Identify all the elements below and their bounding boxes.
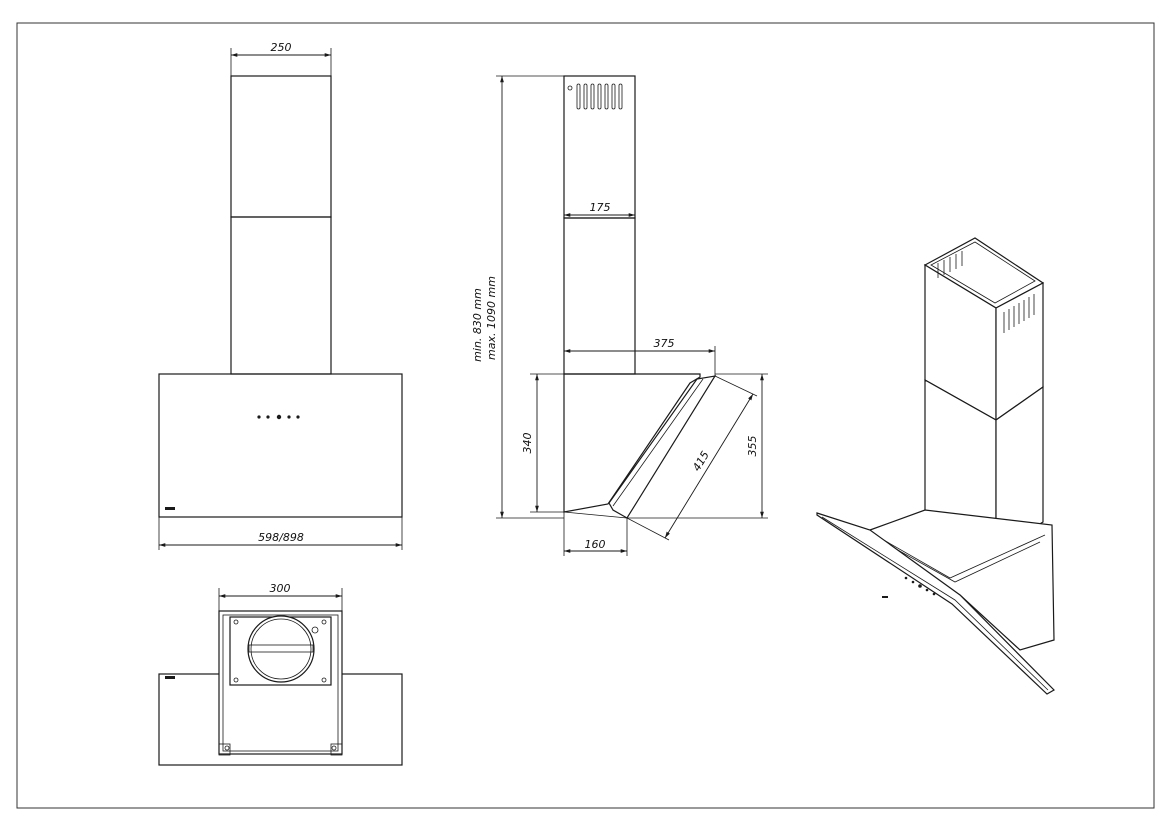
top-fan-outlet <box>247 615 315 683</box>
dim-side-glass-height: 340 <box>521 433 534 454</box>
dim-side-body-height: 355 <box>746 436 759 457</box>
iso-control-buttons <box>904 576 936 596</box>
top-view: 300 <box>158 582 403 766</box>
dim-front-hood-width: 598/898 <box>258 531 304 544</box>
side-hood-body <box>563 373 701 513</box>
iso-glass-panel <box>816 512 1055 695</box>
iso-hood-body <box>869 509 1055 651</box>
top-logo-mark <box>165 676 175 679</box>
dim-front-chimney-width: 250 <box>271 41 292 54</box>
dim-side-glass-length: 415 <box>690 449 712 474</box>
front-chimney-upper <box>230 75 332 218</box>
dim-side-bottom-depth: 160 <box>585 538 606 551</box>
front-hood-body <box>158 373 403 518</box>
dim-side-total-depth: 375 <box>654 337 675 350</box>
front-control-buttons <box>257 414 300 420</box>
drawing-frame <box>16 22 1155 809</box>
iso-chimney-lower-right <box>995 385 1044 552</box>
dim-top-width: 300 <box>270 582 291 595</box>
isometric-view <box>816 237 1055 695</box>
side-view: 175 375 340 355 415 160 min. 830 mm max.… <box>471 75 768 556</box>
side-vent-slots <box>567 83 623 110</box>
front-view: 250 598/898 <box>158 41 403 550</box>
dim-height-max: max. 1090 mm <box>485 276 498 360</box>
front-chimney-lower <box>230 216 332 375</box>
dim-height-min: min. 830 mm <box>471 288 484 362</box>
side-glass-panel <box>608 375 717 519</box>
side-chimney-upper <box>563 75 636 219</box>
front-logo-mark <box>165 507 175 510</box>
dim-side-chimney-depth: 175 <box>590 201 611 214</box>
